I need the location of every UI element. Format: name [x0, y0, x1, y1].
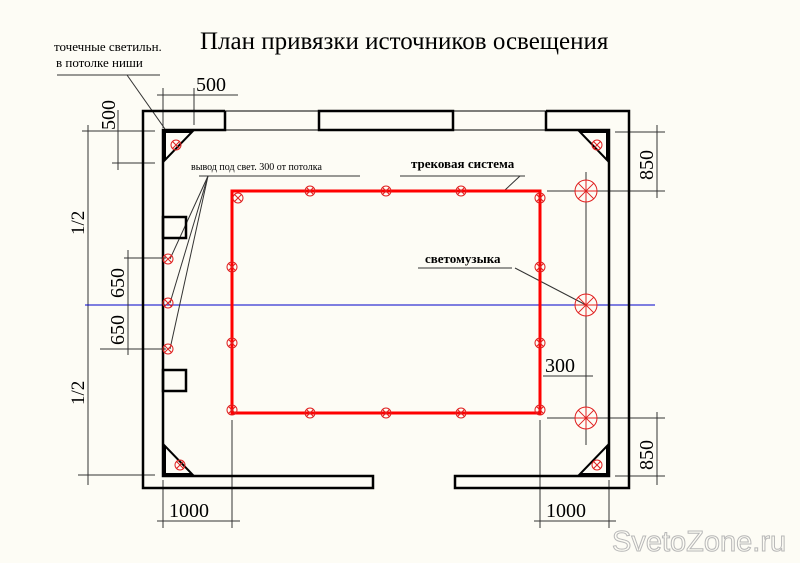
spot-light-icon [162, 297, 174, 309]
dim-left-500: 500 [98, 100, 120, 130]
window-lines [225, 110, 546, 131]
spot-light-icon [170, 139, 182, 151]
spot-light-icon [304, 407, 316, 419]
spot-light-icon [162, 253, 174, 265]
track-system [230, 189, 542, 415]
lightmusic-fixture-icon [574, 406, 598, 430]
dim-300: 300 [545, 355, 575, 377]
spot-light-icon [226, 404, 238, 416]
walls [141, 109, 631, 490]
spot-light-icon [304, 185, 316, 197]
spot-light-icon [226, 261, 238, 273]
fixtures [162, 139, 603, 471]
spot-light-icon [455, 185, 467, 197]
dim-bottom-1000-left: 1000 [169, 500, 209, 522]
spot-light-icon [534, 337, 546, 349]
spot-light-icon [591, 459, 603, 471]
spot-light-icon [174, 459, 186, 471]
dim-right-850-top: 850 [636, 150, 658, 180]
spot-light-icon [226, 337, 238, 349]
lightmusic-fixture-icon [574, 293, 598, 317]
lightmusic-label: светомузыка [425, 251, 501, 266]
spot-lights-label-1: точечные светильн. [54, 39, 162, 54]
spot-light-icon [534, 192, 546, 204]
spot-light-icon [455, 407, 467, 419]
dim-half-bottom: 1/2 [68, 381, 89, 405]
spot-light-icon [162, 343, 174, 355]
page-title: План привязки источников освещения [200, 28, 609, 55]
dim-650-a: 650 [107, 268, 129, 298]
spot-light-icon [232, 192, 244, 204]
outlet-label: вывод под свет. 300 от потолка [191, 162, 322, 173]
spot-light-icon [591, 139, 603, 151]
dim-bottom-1000-right: 1000 [546, 500, 586, 522]
dim-650-b: 650 [107, 315, 129, 345]
spot-lights-label-2: в потолке ниши [56, 55, 143, 70]
dim-top-500: 500 [196, 74, 226, 96]
dim-right-850-bottom: 850 [636, 440, 658, 470]
spot-light-icon [380, 407, 392, 419]
spot-light-icon [534, 404, 546, 416]
lightmusic-fixture-icon [574, 179, 598, 203]
dim-half-top: 1/2 [68, 211, 89, 235]
track-label: трековая система [411, 156, 515, 171]
dimension-lines [57, 74, 665, 528]
spot-light-icon [380, 185, 392, 197]
watermark: SvetoZone.ru [612, 526, 786, 558]
spot-light-icon [534, 261, 546, 273]
